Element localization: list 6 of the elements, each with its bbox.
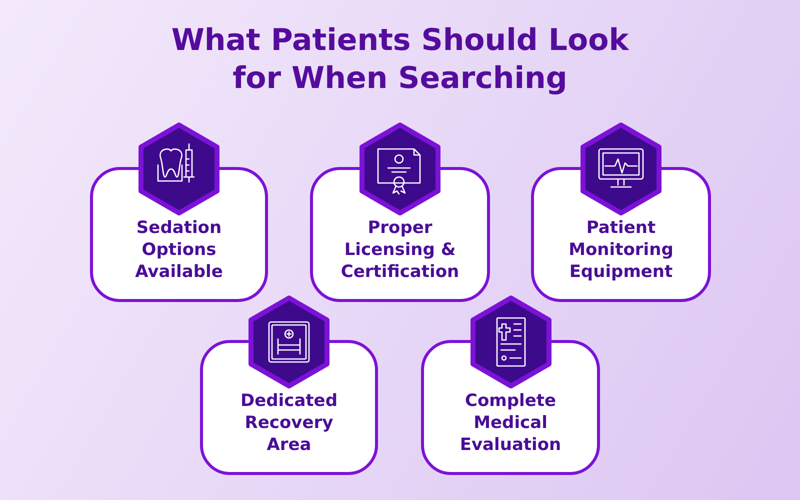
card-label: Proper Licensing & Certification [340, 217, 460, 283]
card-label: Patient Monitoring Equipment [568, 217, 674, 283]
card-label: Complete Medical Evaluation [458, 390, 562, 456]
card-label: Dedicated Recovery Area [239, 390, 338, 456]
card-label: Sedation Options Available [134, 217, 224, 283]
title: What Patients Should Look for When Searching [170, 22, 630, 98]
